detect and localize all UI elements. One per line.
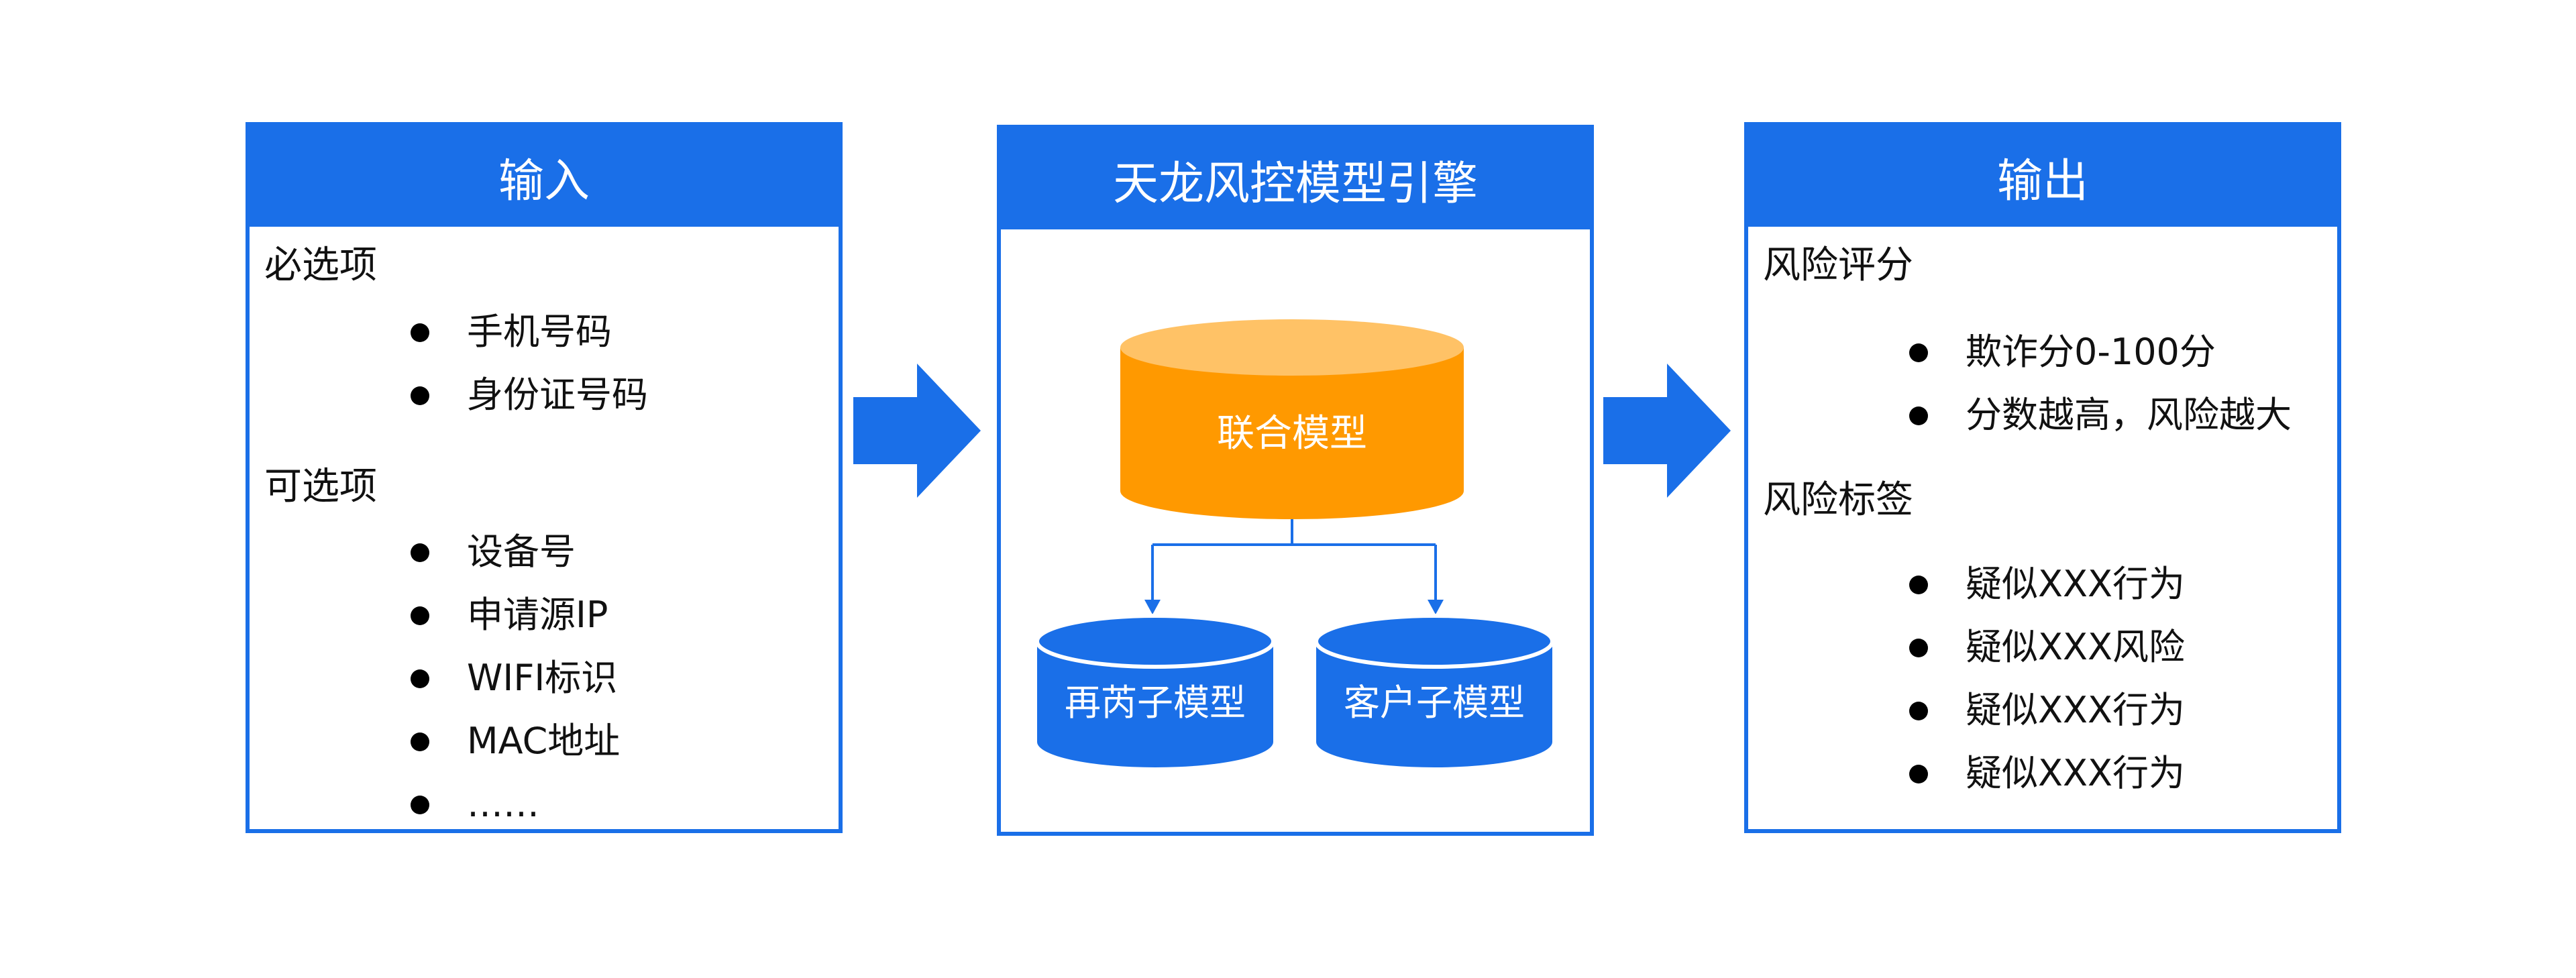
bullet-icon (411, 543, 429, 562)
arrowhead-left-icon (1144, 600, 1161, 614)
optional-items-list: 设备号 申请源IP WIFI标识 MAC地址 …… (411, 521, 620, 836)
output-panel: 输出 风险评分 欺诈分0-100分 分数越高，风险越大 风险标签 疑似XXX行为… (1744, 122, 2341, 833)
bullet-icon (411, 732, 429, 751)
required-items-list: 手机号码 身份证号码 (411, 301, 648, 427)
list-item: 设备号 (411, 521, 620, 584)
joint-model-label: 联合模型 (1217, 412, 1367, 455)
bullet-icon (1909, 639, 1928, 657)
score-section-title: 风险评分 (1763, 243, 1913, 287)
arrow-shape (1603, 364, 1731, 498)
bullet-icon (1909, 576, 1928, 594)
list-item: 分数越高，风险越大 (1909, 384, 2292, 447)
connector-lines (1151, 519, 1437, 600)
list-item: 疑似XXX行为 (1909, 679, 2185, 742)
arrow-right-icon (1603, 364, 1731, 498)
list-item-label: 设备号 (467, 531, 576, 573)
bullet-icon (411, 323, 429, 342)
list-item: MAC地址 (411, 710, 620, 773)
label-section-title: 风险标签 (1763, 478, 1913, 522)
list-item: 手机号码 (411, 301, 648, 364)
joint-model-cylinder: 联合模型 (1120, 319, 1464, 519)
list-item: 疑似XXX风险 (1909, 616, 2185, 679)
sub-model-right-label: 客户子模型 (1344, 682, 1525, 724)
list-item-label: …… (467, 783, 539, 825)
list-item: 身份证号码 (411, 364, 648, 427)
joint-model-body (1120, 347, 1464, 519)
sub-model-left-body (1037, 641, 1273, 767)
required-section-title: 必选项 (264, 243, 377, 287)
list-item: …… (411, 773, 620, 836)
list-item: 欺诈分0-100分 (1909, 321, 2292, 384)
sub-model-left-top (1035, 614, 1275, 669)
list-item-label: WIFI标识 (467, 657, 618, 699)
input-panel: 输入 必选项 手机号码 身份证号码 可选项 设备号 申请源IP WIFI标识 M… (246, 122, 843, 833)
label-items-list: 疑似XXX行为 疑似XXX风险 疑似XXX行为 疑似XXX行为 (1909, 553, 2185, 805)
bullet-icon (1909, 343, 1928, 362)
engine-panel-title: 天龙风控模型引擎 (1001, 129, 1590, 229)
list-item-label: 手机号码 (467, 311, 612, 353)
optional-section-title: 可选项 (264, 465, 377, 508)
bullet-icon (1909, 702, 1928, 720)
sub-model-right-body (1316, 641, 1552, 767)
list-item-label: 欺诈分0-100分 (1966, 331, 2216, 373)
list-item: 疑似XXX行为 (1909, 553, 2185, 616)
sub-model-right-top (1314, 614, 1554, 669)
list-item-label: 分数越高，风险越大 (1966, 394, 2292, 436)
bullet-icon (1909, 406, 1928, 425)
list-item: WIFI标识 (411, 647, 620, 710)
sub-model-cylinder-left: 再芮子模型 (1035, 614, 1275, 767)
list-item-label: 申请源IP (467, 594, 608, 636)
bullet-icon (411, 606, 429, 625)
bullet-icon (411, 796, 429, 814)
input-panel-title: 输入 (250, 126, 839, 227)
bullet-icon (411, 386, 429, 405)
list-item-label: 身份证号码 (467, 374, 648, 416)
arrowhead-right-icon (1428, 600, 1444, 614)
sub-model-left-label: 再芮子模型 (1065, 682, 1246, 724)
list-item-label: 疑似XXX行为 (1966, 563, 2185, 605)
arrow-right-icon (853, 364, 981, 498)
list-item-label: 疑似XXX行为 (1966, 752, 2185, 794)
list-item-label: MAC地址 (467, 720, 621, 762)
bullet-icon (411, 669, 429, 688)
list-item-label: 疑似XXX行为 (1966, 689, 2185, 731)
list-item-label: 疑似XXX风险 (1966, 626, 2185, 668)
arrow-shape (853, 364, 981, 498)
list-item: 申请源IP (411, 584, 620, 647)
list-item: 疑似XXX行为 (1909, 742, 2185, 805)
sub-model-cylinder-right: 客户子模型 (1314, 614, 1554, 767)
score-items-list: 欺诈分0-100分 分数越高，风险越大 (1909, 321, 2292, 447)
output-panel-title: 输出 (1748, 126, 2337, 227)
bullet-icon (1909, 765, 1928, 783)
joint-model-top (1120, 319, 1464, 376)
